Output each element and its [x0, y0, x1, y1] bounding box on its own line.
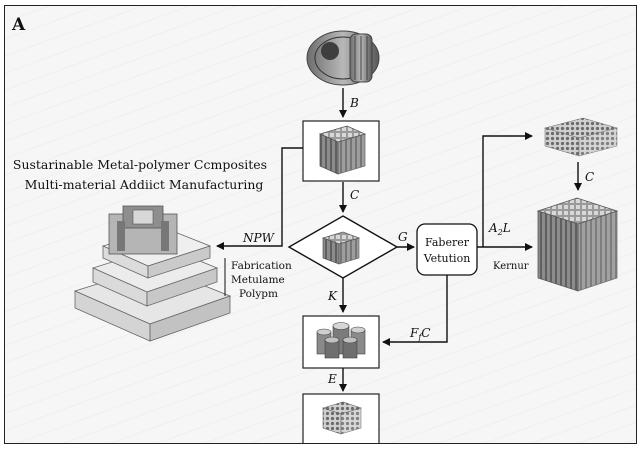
- label-e: E: [327, 372, 337, 386]
- lattice-block-image: [318, 125, 367, 175]
- title-line-1: Sustarinable Metal-polymer Ccmposites: [13, 157, 267, 172]
- diagram-frame: A B NPW C G Faberer Vetution Kernur: [4, 5, 637, 444]
- label-b: B: [349, 96, 359, 110]
- fabrication-line-1: Fabrication: [231, 260, 292, 272]
- mesh-cube-image: [322, 401, 362, 435]
- diamond-lattice-image: [321, 231, 361, 265]
- arrow-npw: [216, 147, 303, 250]
- title-line-2: Multi-material Addiict Manufacturing: [25, 177, 264, 192]
- large-lattice-image: [536, 197, 619, 292]
- cylinder-array-image: [316, 322, 366, 359]
- fabrication-line-3: Polypm: [239, 288, 278, 300]
- process-box: [416, 223, 478, 276]
- right-caption: Kernur: [493, 261, 529, 272]
- fabrication-line-2: Metulame: [231, 274, 285, 286]
- foam-lattice-image: [543, 117, 619, 157]
- arrow-fc: [382, 275, 448, 346]
- flow-diagram: A B NPW C G Faberer Vetution Kernur: [11, 15, 619, 443]
- layered-part-image: [73, 205, 232, 342]
- label-k: K: [327, 289, 338, 303]
- label-npw: NPW: [242, 231, 276, 245]
- label-g: G: [398, 230, 408, 244]
- label-c-top: C: [350, 188, 359, 202]
- label-fc: FfC: [409, 326, 430, 342]
- process-box-line-1: Faberer: [425, 236, 470, 249]
- label-c-right: C: [585, 170, 594, 184]
- panel-label: A: [11, 15, 26, 35]
- gear-part-image: [306, 30, 380, 86]
- arrow-a2l: [482, 132, 533, 247]
- process-box-line-2: Vetution: [423, 252, 471, 265]
- label-a2l: A2L: [488, 221, 511, 237]
